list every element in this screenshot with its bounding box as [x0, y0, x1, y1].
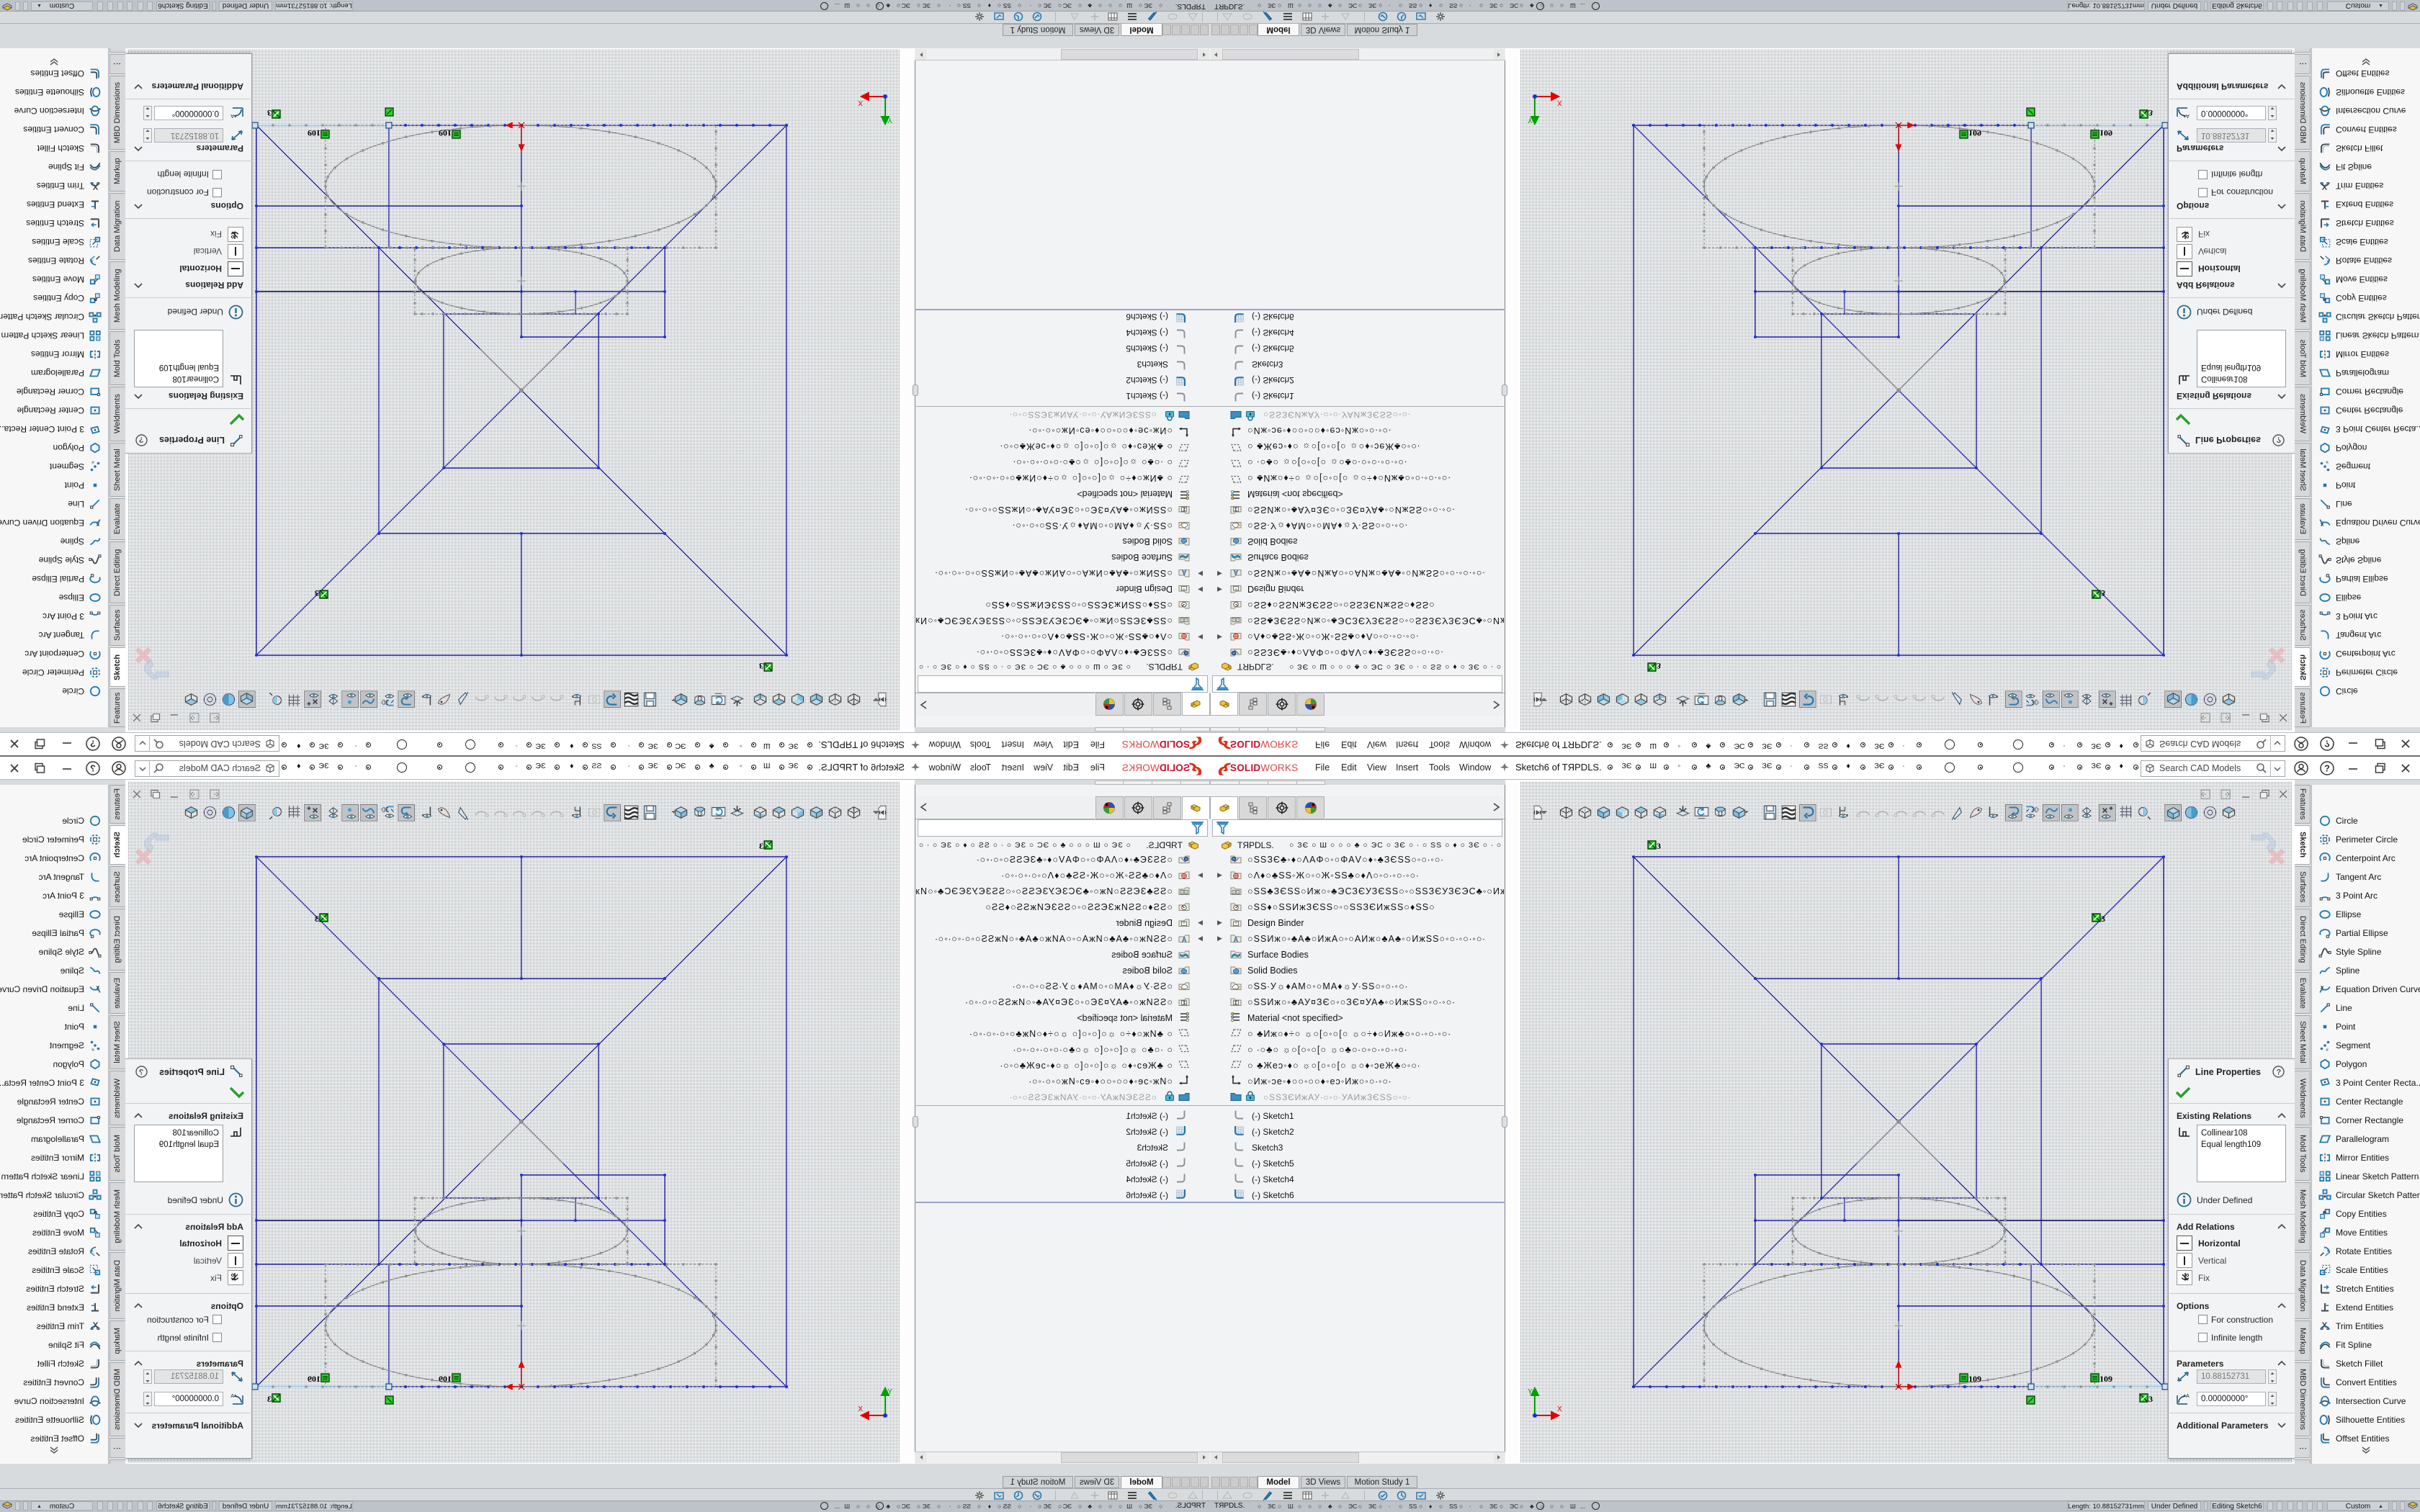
svg-text:X: X [858, 1405, 863, 1413]
svg-text:X: X [1557, 99, 1562, 107]
svg-text:?: ? [90, 739, 96, 750]
svg-text:?: ? [2277, 436, 2282, 444]
svg-text:Σ: Σ [1183, 1001, 1186, 1006]
svg-text:?: ? [139, 436, 144, 444]
svg-text:?: ? [139, 1068, 144, 1077]
svg-text:Σ: Σ [1183, 506, 1186, 511]
svg-text:?: ? [2324, 763, 2330, 774]
svg-text:X: X [1557, 1405, 1562, 1413]
svg-text:3D: 3D [381, 806, 388, 813]
svg-text:3D: 3D [381, 699, 388, 706]
svg-text:Y: Y [1528, 116, 1533, 124]
svg-text:A: A [1181, 936, 1186, 943]
svg-text:A: A [1234, 936, 1239, 943]
svg-text:3D: 3D [2031, 699, 2038, 706]
svg-text:A: A [1234, 569, 1239, 576]
svg-text:Y: Y [887, 116, 892, 124]
svg-text:#: # [2326, 1048, 2329, 1052]
svg-text:Σ: Σ [1234, 1001, 1237, 1006]
svg-text:3D: 3D [2031, 806, 2038, 813]
svg-text:#: # [2326, 460, 2329, 464]
svg-text:?: ? [2324, 739, 2330, 750]
svg-text:A: A [230, 113, 234, 118]
svg-text:A: A [1181, 569, 1186, 576]
svg-text:A: A [230, 1394, 234, 1399]
svg-text:?: ? [2277, 1068, 2282, 1077]
svg-text:?: ? [90, 763, 96, 774]
svg-text:A: A [2186, 113, 2190, 118]
svg-text:#: # [91, 460, 94, 464]
svg-text:A: A [2186, 1394, 2190, 1399]
svg-text:Y: Y [1528, 1388, 1533, 1396]
svg-text:Y: Y [887, 1388, 892, 1396]
svg-text:X: X [858, 99, 863, 107]
svg-text:Σ: Σ [1234, 506, 1237, 511]
svg-text:#: # [91, 1048, 94, 1052]
